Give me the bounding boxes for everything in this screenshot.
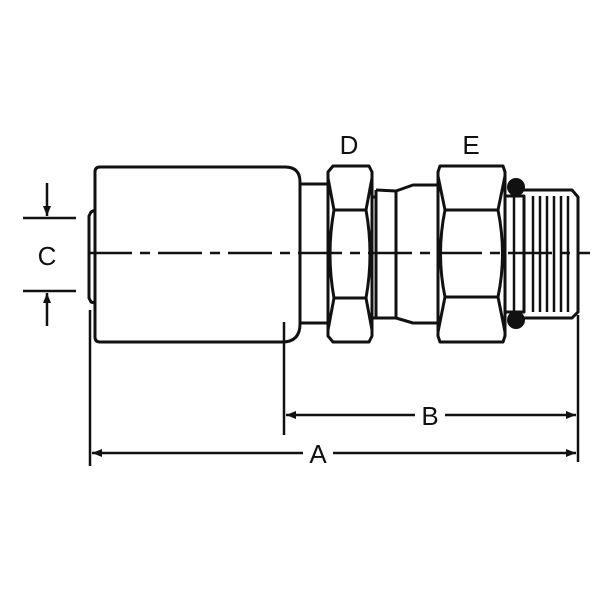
label-e: E [462,130,479,160]
o-ring-top [507,178,525,196]
swivel-body [372,183,438,325]
ferrule-shell [87,165,302,344]
dimension-b: B [282,315,580,462]
label-b: B [421,401,438,431]
o-ring-bottom [507,311,525,329]
dimension-a: A [88,310,576,469]
hex-nut-e [436,164,507,344]
label-d: D [340,130,359,160]
collar [300,182,327,325]
dimension-c: C [23,183,76,326]
label-c: C [38,241,57,271]
label-a: A [309,439,327,469]
